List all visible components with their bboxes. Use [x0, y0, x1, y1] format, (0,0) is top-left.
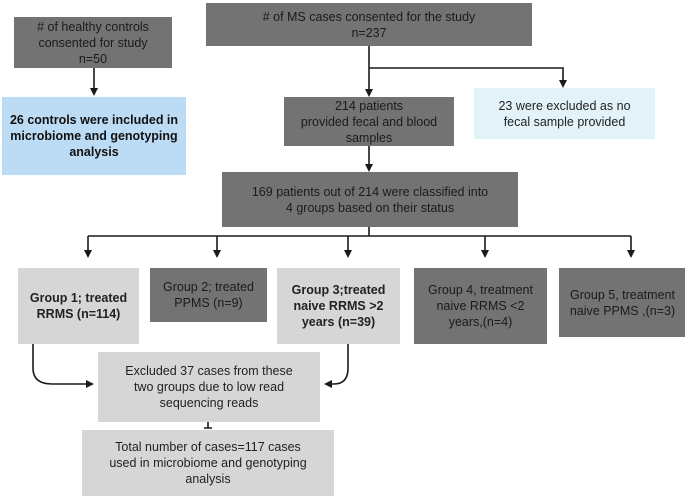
- group2-box: Group 2; treated PPMS (n=9): [150, 268, 267, 322]
- fecal-blood-box: 214 patients provided fecal and blood sa…: [284, 97, 454, 146]
- total-cases-box: Total number of cases=117 cases used in …: [82, 430, 334, 496]
- classified-box: 169 patients out of 214 were classified …: [222, 172, 518, 227]
- line-excluded-to-total: [204, 422, 212, 429]
- ms-cases-box: # of MS cases consented for the study n=…: [206, 3, 532, 46]
- line-distribution-bar: [88, 227, 631, 237]
- excluded-reads-box: Excluded 37 cases from these two groups …: [98, 352, 320, 422]
- arrow-group3-to-excluded: [324, 344, 349, 388]
- arrow-ms-to-excluded: [369, 67, 567, 88]
- group3-box: Group 3;treated naive RRMS >2 years (n=3…: [277, 268, 400, 344]
- group1-box: Group 1; treated RRMS (n=114): [18, 268, 139, 344]
- controls-included-box: 26 controls were included in microbiome …: [2, 97, 186, 175]
- arrow-group1-to-excluded: [32, 344, 94, 388]
- healthy-controls-box: # of healthy controls consented for stud…: [14, 17, 172, 68]
- group5-box: Group 5, treatment naive PPMS ,(n=3): [559, 268, 685, 337]
- group4-box: Group 4, treatment naive RRMS <2 years,(…: [414, 268, 547, 344]
- excluded-fecal-box: 23 were excluded as no fecal sample prov…: [474, 88, 655, 139]
